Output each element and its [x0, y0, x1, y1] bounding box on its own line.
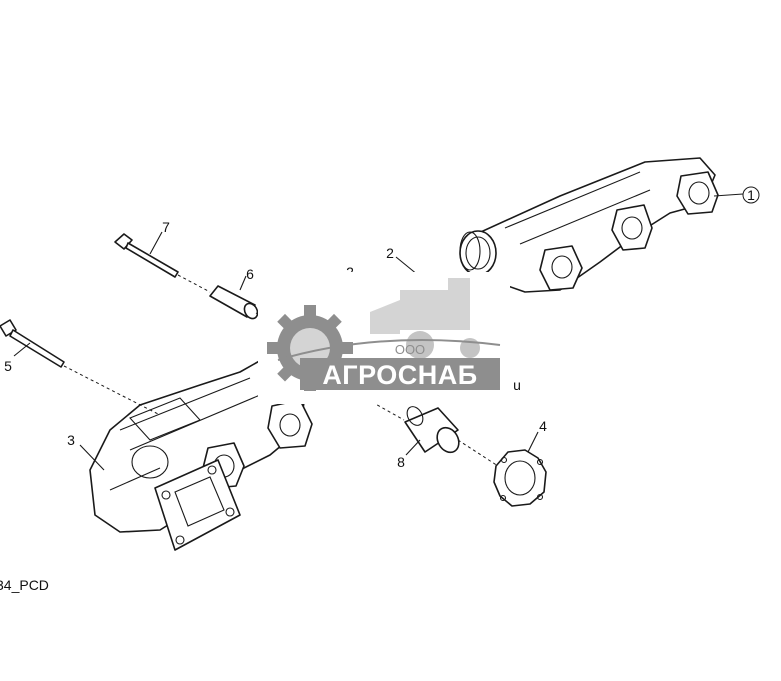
- manifold-upper: [459, 157, 719, 293]
- drawing-reference: 34_PCD: [0, 577, 49, 593]
- svg-text:ООО: ООО: [395, 342, 425, 357]
- svg-text:АГРОСНАБ: АГРОСНАБ: [322, 360, 477, 390]
- callout-8: 8: [397, 454, 405, 470]
- callout-5: 5: [4, 358, 12, 374]
- callout-3: 3: [67, 432, 75, 448]
- gasket: [493, 449, 547, 507]
- harvester-icon: [370, 278, 480, 359]
- watermark-logo: ООО АГРОСНАБ: [258, 272, 510, 404]
- bolt-lower: [0, 319, 65, 368]
- callout-6: 6: [246, 266, 254, 282]
- callout-1: 1: [742, 186, 760, 204]
- svg-text:1: 1: [747, 187, 755, 203]
- sleeve: [404, 406, 460, 454]
- spacer: [209, 285, 259, 320]
- bolt-upper: [114, 233, 179, 278]
- stray-character: u: [513, 377, 521, 393]
- callout-2: 2: [386, 245, 394, 261]
- callout-4: 4: [539, 418, 547, 434]
- callout-7: 7: [162, 219, 170, 235]
